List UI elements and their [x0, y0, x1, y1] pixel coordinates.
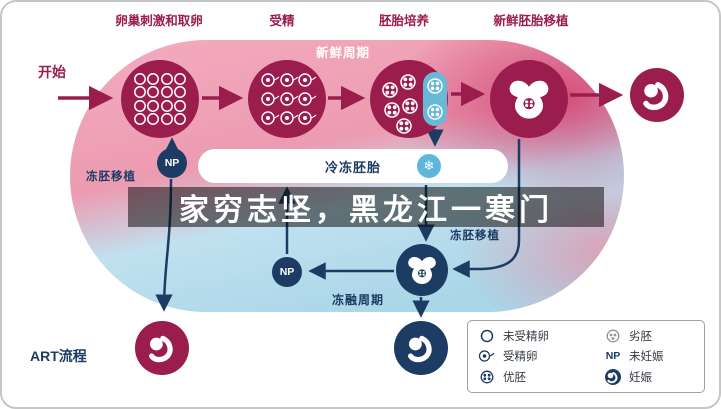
eggs-icon — [134, 73, 186, 125]
legend-item-poor-embryo: 劣胚 — [604, 326, 664, 346]
legend-column-right: 劣胚 NP 未妊娠 妊娠 — [604, 326, 664, 387]
legend-item-unfertilized-egg: 未受精卵 — [478, 326, 594, 346]
uterus-icon — [408, 256, 436, 284]
baby-icon — [149, 335, 173, 363]
stage-label-fertilization: 受精 — [269, 14, 295, 28]
legend: 未受精卵 受精卵 — [467, 320, 705, 393]
legend-label: 妊娠 — [629, 371, 652, 384]
legend-column-left: 未受精卵 受精卵 — [478, 326, 594, 387]
frozen-transfer-label-mid: 冻胚移植 — [450, 230, 500, 242]
baby-icon — [408, 335, 432, 363]
frozen-embryo-bar: 冷冻胚胎 — [198, 149, 508, 183]
legend-item-not-pregnant: NP 未妊娠 — [604, 346, 664, 366]
stage-label-embryo-culture: 胚胎培养 — [378, 14, 430, 28]
pregnancy-node-left — [135, 321, 189, 375]
np-icon: NP — [605, 350, 621, 363]
legend-item-pregnancy: 妊娠 — [604, 367, 664, 387]
legend-label: 未妊娠 — [629, 351, 664, 364]
baby-icon — [643, 82, 669, 111]
fertilized-eggs-icon — [261, 73, 317, 125]
watermark-overlay: 家穷志坚，黑龙江一寒门 — [128, 187, 604, 227]
unfertilized-egg-icon — [478, 328, 496, 344]
np-badge-top: NP — [157, 148, 187, 178]
start-label: 开始 — [38, 64, 66, 80]
frozen-transfer-label-left: 冻胚移植 — [86, 171, 136, 183]
art-process-label: ART流程 — [30, 348, 87, 364]
thaw-cycle-label: 冻融周期 — [331, 293, 385, 307]
uterus-icon — [509, 80, 549, 119]
frozen-embryo-label: 冷冻胚胎 — [324, 159, 381, 175]
legend-label: 劣胚 — [629, 331, 652, 344]
egg-retrieval-node — [121, 60, 199, 138]
snowflake-icon: ❄ — [417, 154, 441, 178]
frozen-transfer-node — [396, 244, 448, 296]
np-badge-bottom: NP — [272, 257, 302, 287]
embryo-select-box — [423, 72, 447, 126]
stage-label-fresh-transfer: 新鲜胚胎移植 — [493, 14, 569, 28]
fresh-cycle-label: 新鲜周期 — [315, 46, 371, 60]
fertilized-egg-icon — [478, 348, 496, 364]
legend-label: 受精卵 — [503, 351, 538, 364]
stage-label-egg-retrieval: 卵巢刺激和取卵 — [115, 14, 203, 28]
legend-item-fertilized-egg: 受精卵 — [478, 346, 594, 366]
selected-embryos-icon — [427, 78, 443, 120]
fertilization-node — [248, 60, 326, 138]
legend-item-good-embryo: 优胚 — [478, 367, 594, 387]
fresh-transfer-node — [490, 60, 568, 138]
poor-embryo-icon — [604, 328, 622, 344]
good-embryo-icon — [478, 369, 496, 385]
pregnancy-node-center — [394, 321, 448, 375]
legend-label: 未受精卵 — [503, 331, 549, 344]
baby-icon — [604, 368, 622, 385]
pregnancy-node-fresh — [630, 68, 684, 122]
legend-label: 优胚 — [503, 371, 526, 384]
